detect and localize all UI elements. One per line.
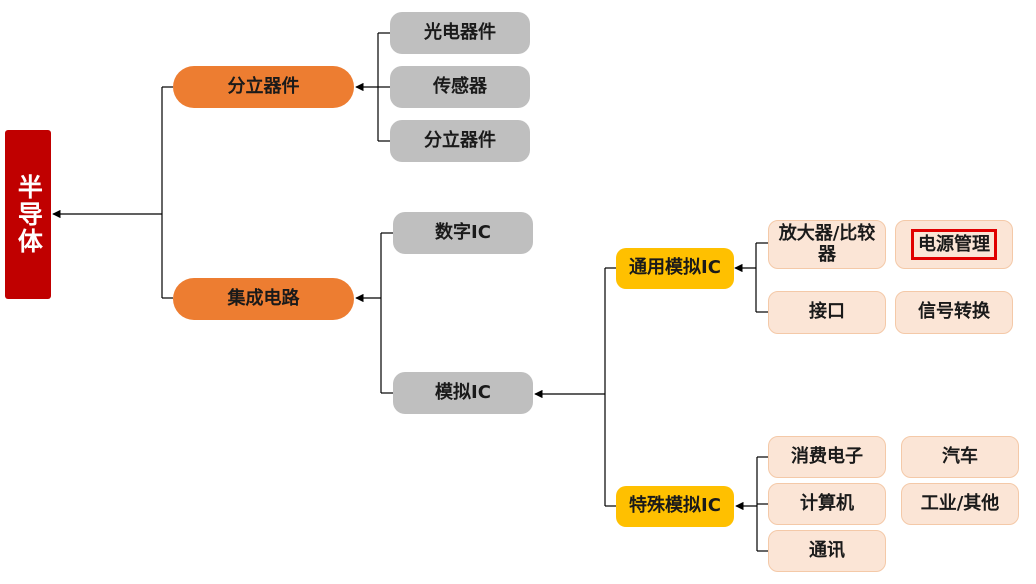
node-computer-label: 计算机 bbox=[800, 492, 854, 514]
node-signal-conversion: 信号转换 bbox=[895, 291, 1013, 334]
node-computer: 计算机 bbox=[768, 483, 886, 525]
root-node-semiconductor: 半导体 bbox=[5, 130, 51, 299]
node-discrete-device-sub-label: 分立器件 bbox=[424, 129, 496, 151]
node-analog-ic-label: 模拟IC bbox=[435, 381, 491, 403]
node-amplifier-comparator-label: 放大器/比较器 bbox=[778, 222, 876, 265]
node-consumer-electronics: 消费电子 bbox=[768, 436, 886, 478]
node-power-management-highlighted-label: 电源管理 bbox=[911, 228, 997, 261]
node-general-analog-ic: 通用模拟IC bbox=[616, 248, 734, 289]
node-digital-ic-label: 数字IC bbox=[435, 221, 491, 243]
root-label: 半导体 bbox=[14, 174, 44, 255]
node-digital-ic: 数字IC bbox=[393, 212, 533, 254]
node-analog-ic: 模拟IC bbox=[393, 372, 533, 414]
node-optoelectronic-devices-label: 光电器件 bbox=[424, 21, 496, 43]
node-amplifier-comparator: 放大器/比较器 bbox=[768, 220, 886, 269]
node-interface: 接口 bbox=[768, 291, 886, 334]
node-sensors-label: 传感器 bbox=[433, 75, 487, 97]
node-general-analog-ic-label: 通用模拟IC bbox=[629, 257, 721, 279]
node-signal-conversion-label: 信号转换 bbox=[918, 301, 990, 323]
node-industrial-other-label: 工业/其他 bbox=[920, 492, 1000, 514]
node-consumer-electronics-label: 消费电子 bbox=[791, 445, 863, 467]
node-special-analog-ic-label: 特殊模拟IC bbox=[629, 495, 721, 517]
node-special-analog-ic: 特殊模拟IC bbox=[616, 486, 734, 527]
node-automotive: 汽车 bbox=[901, 436, 1019, 478]
node-integrated-circuits: 集成电路 bbox=[173, 278, 354, 320]
node-discrete-devices: 分立器件 bbox=[173, 66, 354, 108]
node-power-management: 电源管理 bbox=[895, 220, 1013, 269]
node-sensors: 传感器 bbox=[390, 66, 530, 108]
node-communications: 通讯 bbox=[768, 530, 886, 572]
node-optoelectronic-devices: 光电器件 bbox=[390, 12, 530, 54]
node-communications-label: 通讯 bbox=[809, 539, 845, 561]
node-discrete-devices-label: 分立器件 bbox=[227, 75, 300, 97]
node-automotive-label: 汽车 bbox=[942, 445, 978, 467]
node-interface-label: 接口 bbox=[809, 301, 845, 323]
node-industrial-other: 工业/其他 bbox=[901, 483, 1019, 525]
node-discrete-device-sub: 分立器件 bbox=[390, 120, 530, 162]
node-integrated-circuits-label: 集成电路 bbox=[227, 287, 300, 309]
